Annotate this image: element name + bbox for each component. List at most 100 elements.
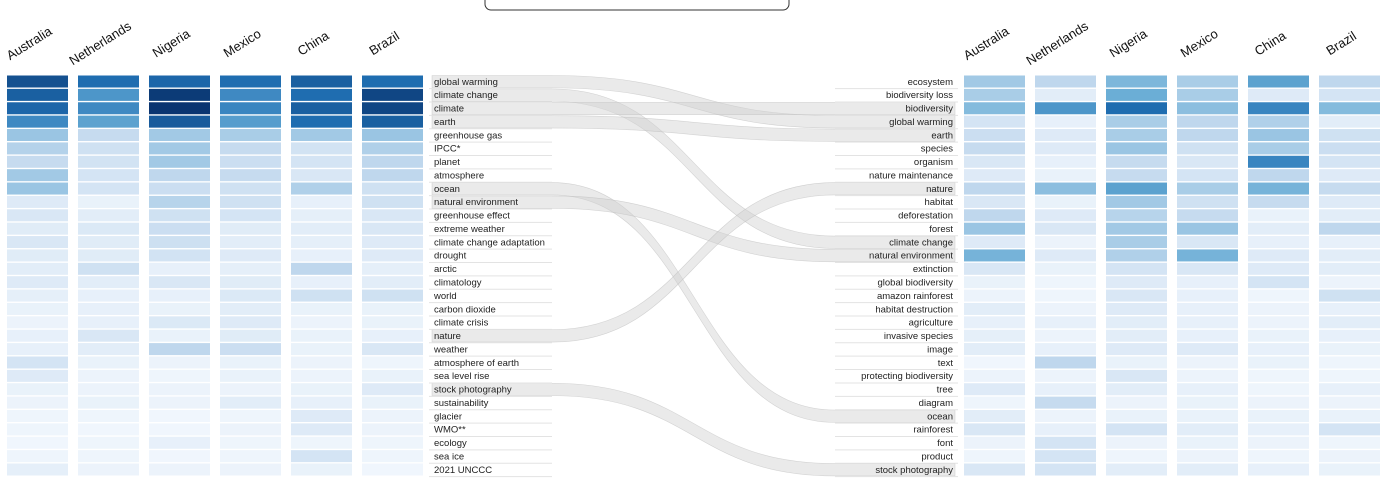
right-cell-nature-china [1248, 182, 1309, 195]
left-cell-greenhouse-gas-china [291, 129, 352, 142]
right-cell-global-biodiversity-mexico [1177, 276, 1238, 289]
left-cell-carbon-dioxide-nigeria [149, 302, 210, 315]
right-cell-font-nigeria [1106, 436, 1167, 449]
right-cell-rainforest-china [1248, 423, 1309, 436]
right-cell-forest-netherlands [1035, 222, 1096, 235]
left-term-label: ecology [434, 438, 467, 449]
right-cell-nature-maintenance-china [1248, 169, 1309, 182]
right-term-label: forest [929, 224, 953, 235]
right-cell-agriculture-australia [964, 316, 1025, 329]
left-cell-atmosphere-netherlands [78, 169, 139, 182]
right-cell-deforestation-mexico [1177, 209, 1238, 222]
right-cell-biodiversity-china [1248, 102, 1309, 115]
right-cell-protecting-biodiversity-china [1248, 369, 1309, 382]
left-country-header: China [295, 27, 332, 58]
right-cell-deforestation-netherlands [1035, 209, 1096, 222]
right-cell-font-china [1248, 436, 1309, 449]
top-box [484, 0, 790, 11]
left-cell-ocean-nigeria [149, 182, 210, 195]
right-cell-invasive-species-china [1248, 329, 1309, 342]
right-cell-nature-maintenance-nigeria [1106, 169, 1167, 182]
left-cell-climate-change-brazil [362, 88, 423, 101]
right-cell-forest-nigeria [1106, 222, 1167, 235]
left-country-header: Australia [4, 23, 55, 63]
right-cell-climate-change-nigeria [1106, 236, 1167, 249]
right-cell-ocean-china [1248, 410, 1309, 422]
left-cell-atmosphere-australia [7, 169, 68, 182]
left-term-label: glacier [434, 411, 462, 422]
right-cell-biodiversity-brazil [1319, 102, 1380, 115]
right-cell-tree-australia [964, 383, 1025, 396]
left-cell-ocean-brazil [362, 182, 423, 195]
right-term-label: font [937, 438, 953, 449]
left-cell-atmosphere-mexico [220, 169, 281, 182]
right-cell-organism-netherlands [1035, 155, 1096, 168]
right-cell-global-biodiversity-china [1248, 276, 1309, 289]
right-cell-biodiversity-loss-australia [964, 88, 1025, 101]
right-cell-product-brazil [1319, 450, 1380, 463]
left-cell-drought-nigeria [149, 249, 210, 262]
right-cell-climate-change-netherlands [1035, 236, 1096, 249]
left-cell-sea-ice-netherlands [78, 450, 139, 463]
left-cell-extreme-weather-netherlands [78, 222, 139, 235]
right-cell-font-brazil [1319, 436, 1380, 449]
left-country-header: Nigeria [150, 26, 194, 61]
left-term-label: planet [434, 157, 460, 168]
left-cell-greenhouse-gas-netherlands [78, 129, 139, 142]
right-cell-agriculture-mexico [1177, 316, 1238, 329]
right-cell-nature-nigeria [1106, 182, 1167, 195]
left-cell-global-warming-mexico [220, 75, 281, 88]
left-cell-sustainability-china [291, 396, 352, 409]
right-cell-natural-environment-netherlands [1035, 249, 1096, 262]
right-cell-tree-nigeria [1106, 383, 1167, 396]
left-cell-climate-australia [7, 102, 68, 115]
left-cell-climate-change-adaptation-nigeria [149, 236, 210, 249]
right-cell-ocean-brazil [1319, 410, 1380, 422]
right-cell-tree-mexico [1177, 383, 1238, 396]
left-cell-drought-brazil [362, 249, 423, 262]
left-term-label: atmosphere of earth [434, 358, 519, 369]
right-term-label: amazon rainforest [877, 291, 953, 302]
left-cell-stock-photography-china [291, 383, 352, 396]
left-cell-global-warming-nigeria [149, 75, 210, 88]
right-cell-global-biodiversity-netherlands [1035, 276, 1096, 289]
right-cell-biodiversity-australia [964, 102, 1025, 115]
left-cell-climate-change-adaptation-brazil [362, 236, 423, 249]
right-cell-earth-netherlands [1035, 129, 1096, 142]
right-cell-invasive-species-brazil [1319, 329, 1380, 342]
right-cell-species-australia [964, 142, 1025, 155]
right-cell-product-mexico [1177, 450, 1238, 463]
left-cell-earth-nigeria [149, 115, 210, 128]
right-term-label: image [927, 344, 953, 355]
right-cell-organism-nigeria [1106, 155, 1167, 168]
left-cell-glacier-australia [7, 410, 68, 422]
left-cell-drought-netherlands [78, 249, 139, 262]
left-cell-extreme-weather-brazil [362, 222, 423, 235]
left-cell-sustainability-netherlands [78, 396, 139, 409]
left-cell-climate-change-adaptation-china [291, 236, 352, 249]
right-cell-protecting-biodiversity-nigeria [1106, 369, 1167, 382]
right-cell-diagram-brazil [1319, 396, 1380, 409]
left-cell-planet-mexico [220, 155, 281, 168]
right-cell-ecosystem-brazil [1319, 75, 1380, 88]
left-cell-stock-photography-australia [7, 383, 68, 396]
right-country-header: Netherlands [1023, 18, 1091, 68]
right-term-label: extinction [913, 264, 953, 275]
right-cell-deforestation-china [1248, 209, 1309, 222]
right-cell-product-australia [964, 450, 1025, 463]
left-cell-sustainability-nigeria [149, 396, 210, 409]
right-cell-invasive-species-nigeria [1106, 329, 1167, 342]
left-term-label: 2021 UNCCC [434, 465, 492, 476]
right-cell-forest-australia [964, 222, 1025, 235]
left-cell-climate-crisis-netherlands [78, 316, 139, 329]
left-cell-climate-netherlands [78, 102, 139, 115]
left-cell-arctic-brazil [362, 262, 423, 275]
right-cell-species-mexico [1177, 142, 1238, 155]
left-cell-extreme-weather-mexico [220, 222, 281, 235]
right-cell-extinction-china [1248, 262, 1309, 275]
right-term-label: species [921, 144, 953, 155]
left-cell-atmosphere-brazil [362, 169, 423, 182]
right-cell-rainforest-nigeria [1106, 423, 1167, 436]
